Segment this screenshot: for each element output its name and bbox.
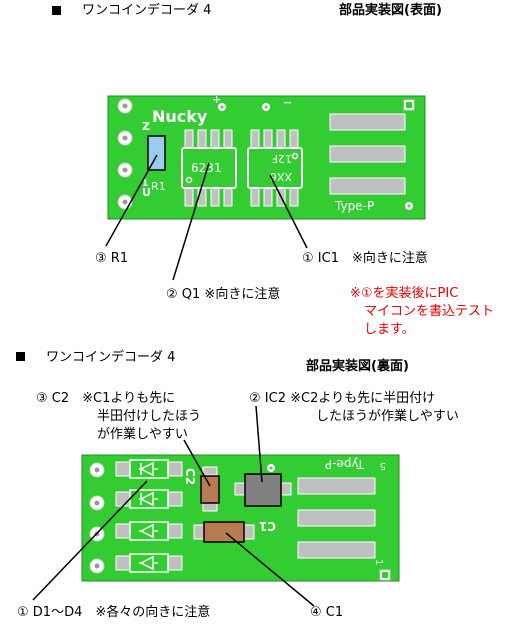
pin-letter-z: Z — [142, 120, 150, 133]
leader-c2 — [183, 439, 211, 487]
bottom-pin-5: 5 — [380, 460, 386, 471]
section-bullet-bottom — [16, 352, 25, 361]
leader-d — [32, 480, 148, 601]
c2-board-text: C2 — [183, 468, 197, 485]
diode-d1 — [115, 459, 183, 479]
label-ic2-line-1: ② IC2 ※C2よりも先に半田付け — [249, 391, 436, 406]
leader-ic2 — [255, 405, 263, 483]
section-bullet-top — [52, 6, 61, 15]
bottom-view-label: 部品実装図(裏面) — [306, 359, 409, 374]
c1-component — [203, 521, 245, 543]
note-line-1: ※①を実装後にPIC — [350, 286, 459, 301]
diode-d2 — [115, 489, 183, 509]
label-ic2-line-2: したほうが作業しやすい — [316, 409, 459, 424]
top-view-label: 部品実装図(表面) — [339, 3, 442, 18]
r1-board-text: R1 — [151, 180, 166, 193]
q1-chip-text: 6231 — [191, 161, 222, 175]
label-c1: ④ C1 — [310, 605, 344, 620]
leader-ic1 — [269, 174, 308, 249]
board-brand: Nucky — [152, 107, 208, 126]
label-r1: ③ R1 — [95, 251, 129, 266]
q1-pads — [184, 129, 233, 207]
top-right-bars — [329, 113, 406, 195]
label-c2-line-2: 半田付けしたほう — [97, 409, 202, 424]
label-d1-d4: ① D1～D4 ※各々の向きに注意 — [17, 605, 211, 620]
bottom-right-bars — [297, 477, 376, 559]
plus-mark: + — [212, 93, 221, 106]
leader-q1 — [172, 162, 210, 281]
bottom-left-pads — [89, 462, 105, 574]
leader-c1 — [225, 532, 315, 607]
top-left-pads — [117, 98, 133, 210]
top-type-text: Type-P — [334, 199, 374, 213]
bottom-type-text: Type-P — [325, 457, 365, 471]
label-c2-line-1: ③ C2 ※C1よりも先に — [36, 391, 176, 406]
c1-board-text: C1 — [259, 519, 276, 533]
diode-d4 — [115, 553, 183, 573]
note-line-2: マイコンを書込テスト — [364, 304, 495, 319]
note-line-3: します。 — [364, 322, 415, 337]
bottom-pin-1: 1 — [373, 559, 384, 565]
top-title: ワンコインデコーダ 4 — [82, 3, 212, 18]
label-c2-line-3: が作業しやすい — [97, 427, 188, 442]
q1-chip — [181, 147, 237, 189]
label-q1: ② Q1 ※向きに注意 — [166, 287, 281, 302]
pin-letter-1: 1 — [142, 179, 148, 189]
pin-letter-u: U — [142, 186, 151, 199]
top-board-diagram: Z U 1 Nucky + − 6231 XX6 — [105, 93, 426, 281]
label-ic1: ① IC1 ※向きに注意 — [302, 251, 428, 266]
ic2-component — [244, 473, 282, 507]
diode-d3 — [115, 521, 183, 541]
ic1-chip-text-2: 12F — [272, 152, 292, 165]
minus-mark: − — [283, 96, 292, 109]
leader-r1 — [105, 154, 158, 247]
c2-component — [200, 475, 220, 504]
ic1-chip — [247, 147, 303, 189]
r1-component — [147, 135, 166, 171]
ic1-chip-text-1: XX6 — [270, 170, 292, 183]
bottom-title: ワンコインデコーダ 4 — [46, 350, 176, 365]
